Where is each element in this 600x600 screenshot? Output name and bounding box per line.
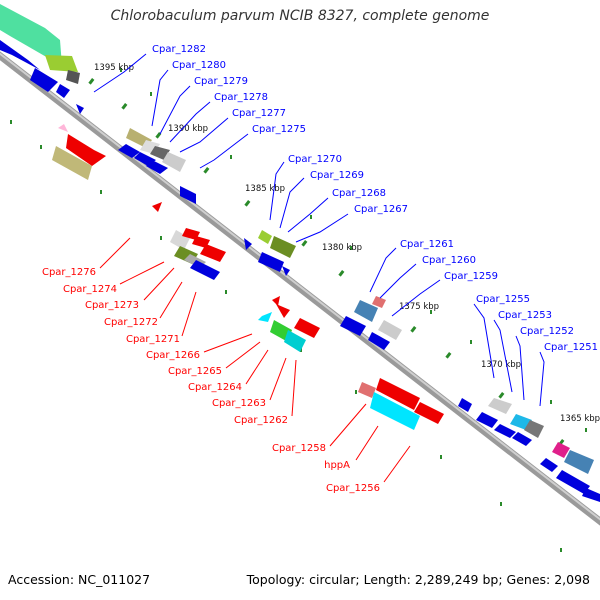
gene-label: Cpar_1282 bbox=[152, 44, 206, 55]
gene-feature bbox=[56, 84, 70, 98]
gene-feature bbox=[564, 450, 594, 474]
gene-feature bbox=[30, 68, 58, 92]
gene-label: Cpar_1267 bbox=[354, 204, 408, 215]
gene-feature bbox=[200, 244, 226, 262]
top-gene-labels: Cpar_1282 Cpar_1280 Cpar_1279 Cpar_1278 … bbox=[152, 44, 598, 353]
gene-feature bbox=[180, 186, 196, 204]
upper-strand-features bbox=[0, 4, 600, 502]
gene-feature bbox=[258, 230, 272, 244]
gene-label: Cpar_1273 bbox=[85, 300, 139, 311]
gene-feature bbox=[458, 398, 472, 412]
gene-feature bbox=[66, 70, 80, 84]
gene-label: Cpar_1262 bbox=[234, 415, 288, 426]
gene-label: Cpar_1280 bbox=[172, 60, 226, 71]
gene-feature bbox=[118, 144, 140, 158]
gene-feature bbox=[244, 238, 252, 250]
gene-feature bbox=[376, 378, 420, 410]
gene-label: Cpar_1277 bbox=[232, 108, 286, 119]
gene-label: Cpar_1266 bbox=[146, 350, 200, 361]
gene-label: Cpar_1251 bbox=[544, 342, 598, 353]
tick-label-1385: 1385 kbp bbox=[245, 184, 285, 194]
gene-feature bbox=[372, 296, 386, 308]
tick-label-1395: 1395 kbp bbox=[94, 63, 134, 73]
gene-feature bbox=[524, 420, 544, 438]
gene-label: Cpar_1263 bbox=[212, 398, 266, 409]
gene-label: Cpar_1276 bbox=[42, 267, 96, 278]
tick-label-1365: 1365 kbp bbox=[560, 414, 600, 424]
lower-strand-features bbox=[52, 124, 444, 430]
gene-feature bbox=[258, 312, 272, 322]
gene-label: Cpar_1258 bbox=[272, 443, 326, 454]
gene-label: Cpar_1270 bbox=[288, 154, 342, 165]
gene-feature bbox=[162, 152, 186, 172]
gene-feature bbox=[370, 392, 420, 430]
gene-feature bbox=[58, 124, 68, 132]
gene-feature bbox=[276, 304, 290, 318]
gene-feature bbox=[540, 458, 558, 472]
gene-feature bbox=[358, 382, 376, 398]
gene-feature bbox=[272, 296, 280, 306]
gene-feature bbox=[340, 316, 366, 336]
gene-feature bbox=[354, 300, 378, 322]
tick-label-1375: 1375 kbp bbox=[399, 302, 439, 312]
gene-feature bbox=[476, 412, 498, 428]
gene-feature bbox=[270, 236, 296, 258]
tick-label-1380: 1380 kbp bbox=[322, 243, 362, 253]
gene-feature bbox=[282, 266, 290, 276]
gene-feature bbox=[152, 202, 162, 212]
gene-label: Cpar_1253 bbox=[498, 310, 552, 321]
tick-label-1370: 1370 kbp bbox=[481, 360, 521, 370]
gene-feature bbox=[66, 134, 106, 166]
gene-label: Cpar_1259 bbox=[444, 271, 498, 282]
accession-text: Accession: NC_011027 bbox=[8, 572, 151, 587]
gene-label: Cpar_1279 bbox=[194, 76, 248, 87]
genome-backbone bbox=[0, 51, 600, 526]
gene-feature bbox=[0, 4, 62, 66]
gene-feature bbox=[556, 470, 590, 494]
gene-feature bbox=[512, 432, 532, 446]
gene-label: Cpar_1256 bbox=[326, 483, 380, 494]
top-leader-lines bbox=[93, 53, 545, 407]
gene-label: Cpar_1272 bbox=[104, 317, 158, 328]
gene-feature bbox=[294, 318, 320, 338]
bottom-gene-labels: Cpar_1276 Cpar_1274 Cpar_1273 Cpar_1272 … bbox=[42, 267, 380, 494]
page-title: Chlorobaculum parvum NCIB 8327, complete… bbox=[110, 8, 490, 24]
gene-label: hppA bbox=[324, 460, 350, 471]
genome-summary-text: Topology: circular; Length: 2,289,249 bp… bbox=[246, 572, 590, 587]
gene-feature bbox=[284, 330, 306, 352]
bottom-leader-lines bbox=[99, 237, 411, 483]
gene-label: Cpar_1255 bbox=[476, 294, 530, 305]
genome-backbone-highlight bbox=[0, 52, 600, 521]
gene-feature bbox=[190, 260, 220, 280]
gene-feature bbox=[45, 55, 78, 72]
gene-label: Cpar_1271 bbox=[126, 334, 180, 345]
gene-label: Cpar_1260 bbox=[422, 255, 476, 266]
gene-label: Cpar_1274 bbox=[63, 284, 117, 295]
gene-feature bbox=[494, 424, 516, 438]
gene-label: Cpar_1269 bbox=[310, 170, 364, 181]
gene-feature bbox=[552, 442, 570, 458]
gene-feature bbox=[582, 488, 600, 502]
gene-label: Cpar_1264 bbox=[188, 382, 242, 393]
gene-feature bbox=[414, 402, 444, 424]
gene-feature bbox=[368, 332, 390, 350]
gene-feature bbox=[0, 40, 40, 70]
gene-feature bbox=[258, 252, 284, 272]
tick-label-1390: 1390 kbp bbox=[168, 124, 208, 134]
gene-label: Cpar_1261 bbox=[400, 239, 454, 250]
gene-label: Cpar_1275 bbox=[252, 124, 306, 135]
gene-label: Cpar_1252 bbox=[520, 326, 574, 337]
gene-label: Cpar_1278 bbox=[214, 92, 268, 103]
gene-feature bbox=[146, 160, 168, 174]
gene-feature bbox=[52, 146, 92, 180]
gene-feature bbox=[378, 320, 402, 340]
gene-feature bbox=[150, 146, 170, 160]
gene-feature bbox=[488, 398, 512, 414]
gene-feature bbox=[76, 104, 84, 114]
gene-feature bbox=[170, 230, 190, 250]
gene-label: Cpar_1268 bbox=[332, 188, 386, 199]
gene-label: Cpar_1265 bbox=[168, 366, 222, 377]
